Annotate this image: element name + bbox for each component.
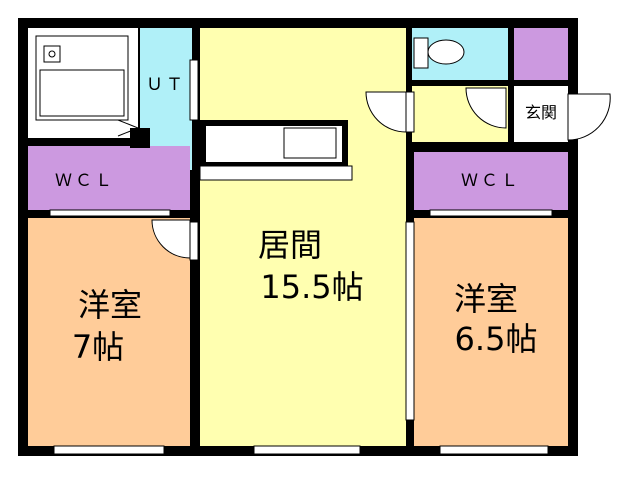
wall-opening-living-right <box>405 221 415 421</box>
toilet-icon <box>413 37 465 69</box>
wall-notch <box>130 128 150 148</box>
wall-opening-hallway <box>405 91 415 133</box>
western-room-1 <box>28 218 190 446</box>
entrance-label: 玄関 <box>525 103 557 122</box>
entrance-area <box>514 86 568 142</box>
window-bottom-center <box>253 445 361 455</box>
walk-in-closet-right <box>414 152 568 210</box>
walk-in-closet-left <box>28 146 190 210</box>
wall-opening-living-left <box>189 221 199 261</box>
western-room-1-size: 7帖 <box>72 328 124 366</box>
bathtub-icon <box>35 35 129 121</box>
western-room-2-size: 6.5帖 <box>455 320 538 358</box>
living-room-name: 居間 <box>258 226 322 264</box>
window-bottom-left <box>53 445 165 455</box>
window-bottom-right <box>439 445 549 455</box>
window-wcl-right <box>429 209 553 217</box>
wcl-right-label: ＷＣＬ <box>461 171 521 191</box>
kitchen-counter <box>199 120 353 181</box>
western-room-2 <box>414 218 568 446</box>
door-swing-toilet <box>465 87 507 129</box>
bathroom-door-icon <box>117 119 140 137</box>
wall-opening-utility <box>189 59 199 121</box>
door-swing-entrance <box>567 93 611 141</box>
utility-label: ＵＴ <box>146 75 186 95</box>
storage-closet <box>514 28 568 80</box>
window-wcl-left <box>49 209 171 217</box>
wcl-left-label: ＷＣＬ <box>55 171 115 191</box>
living-room-size: 15.5帖 <box>260 268 363 306</box>
western-room-2-name: 洋室 <box>454 280 518 318</box>
western-room-1-name: 洋室 <box>78 286 142 324</box>
